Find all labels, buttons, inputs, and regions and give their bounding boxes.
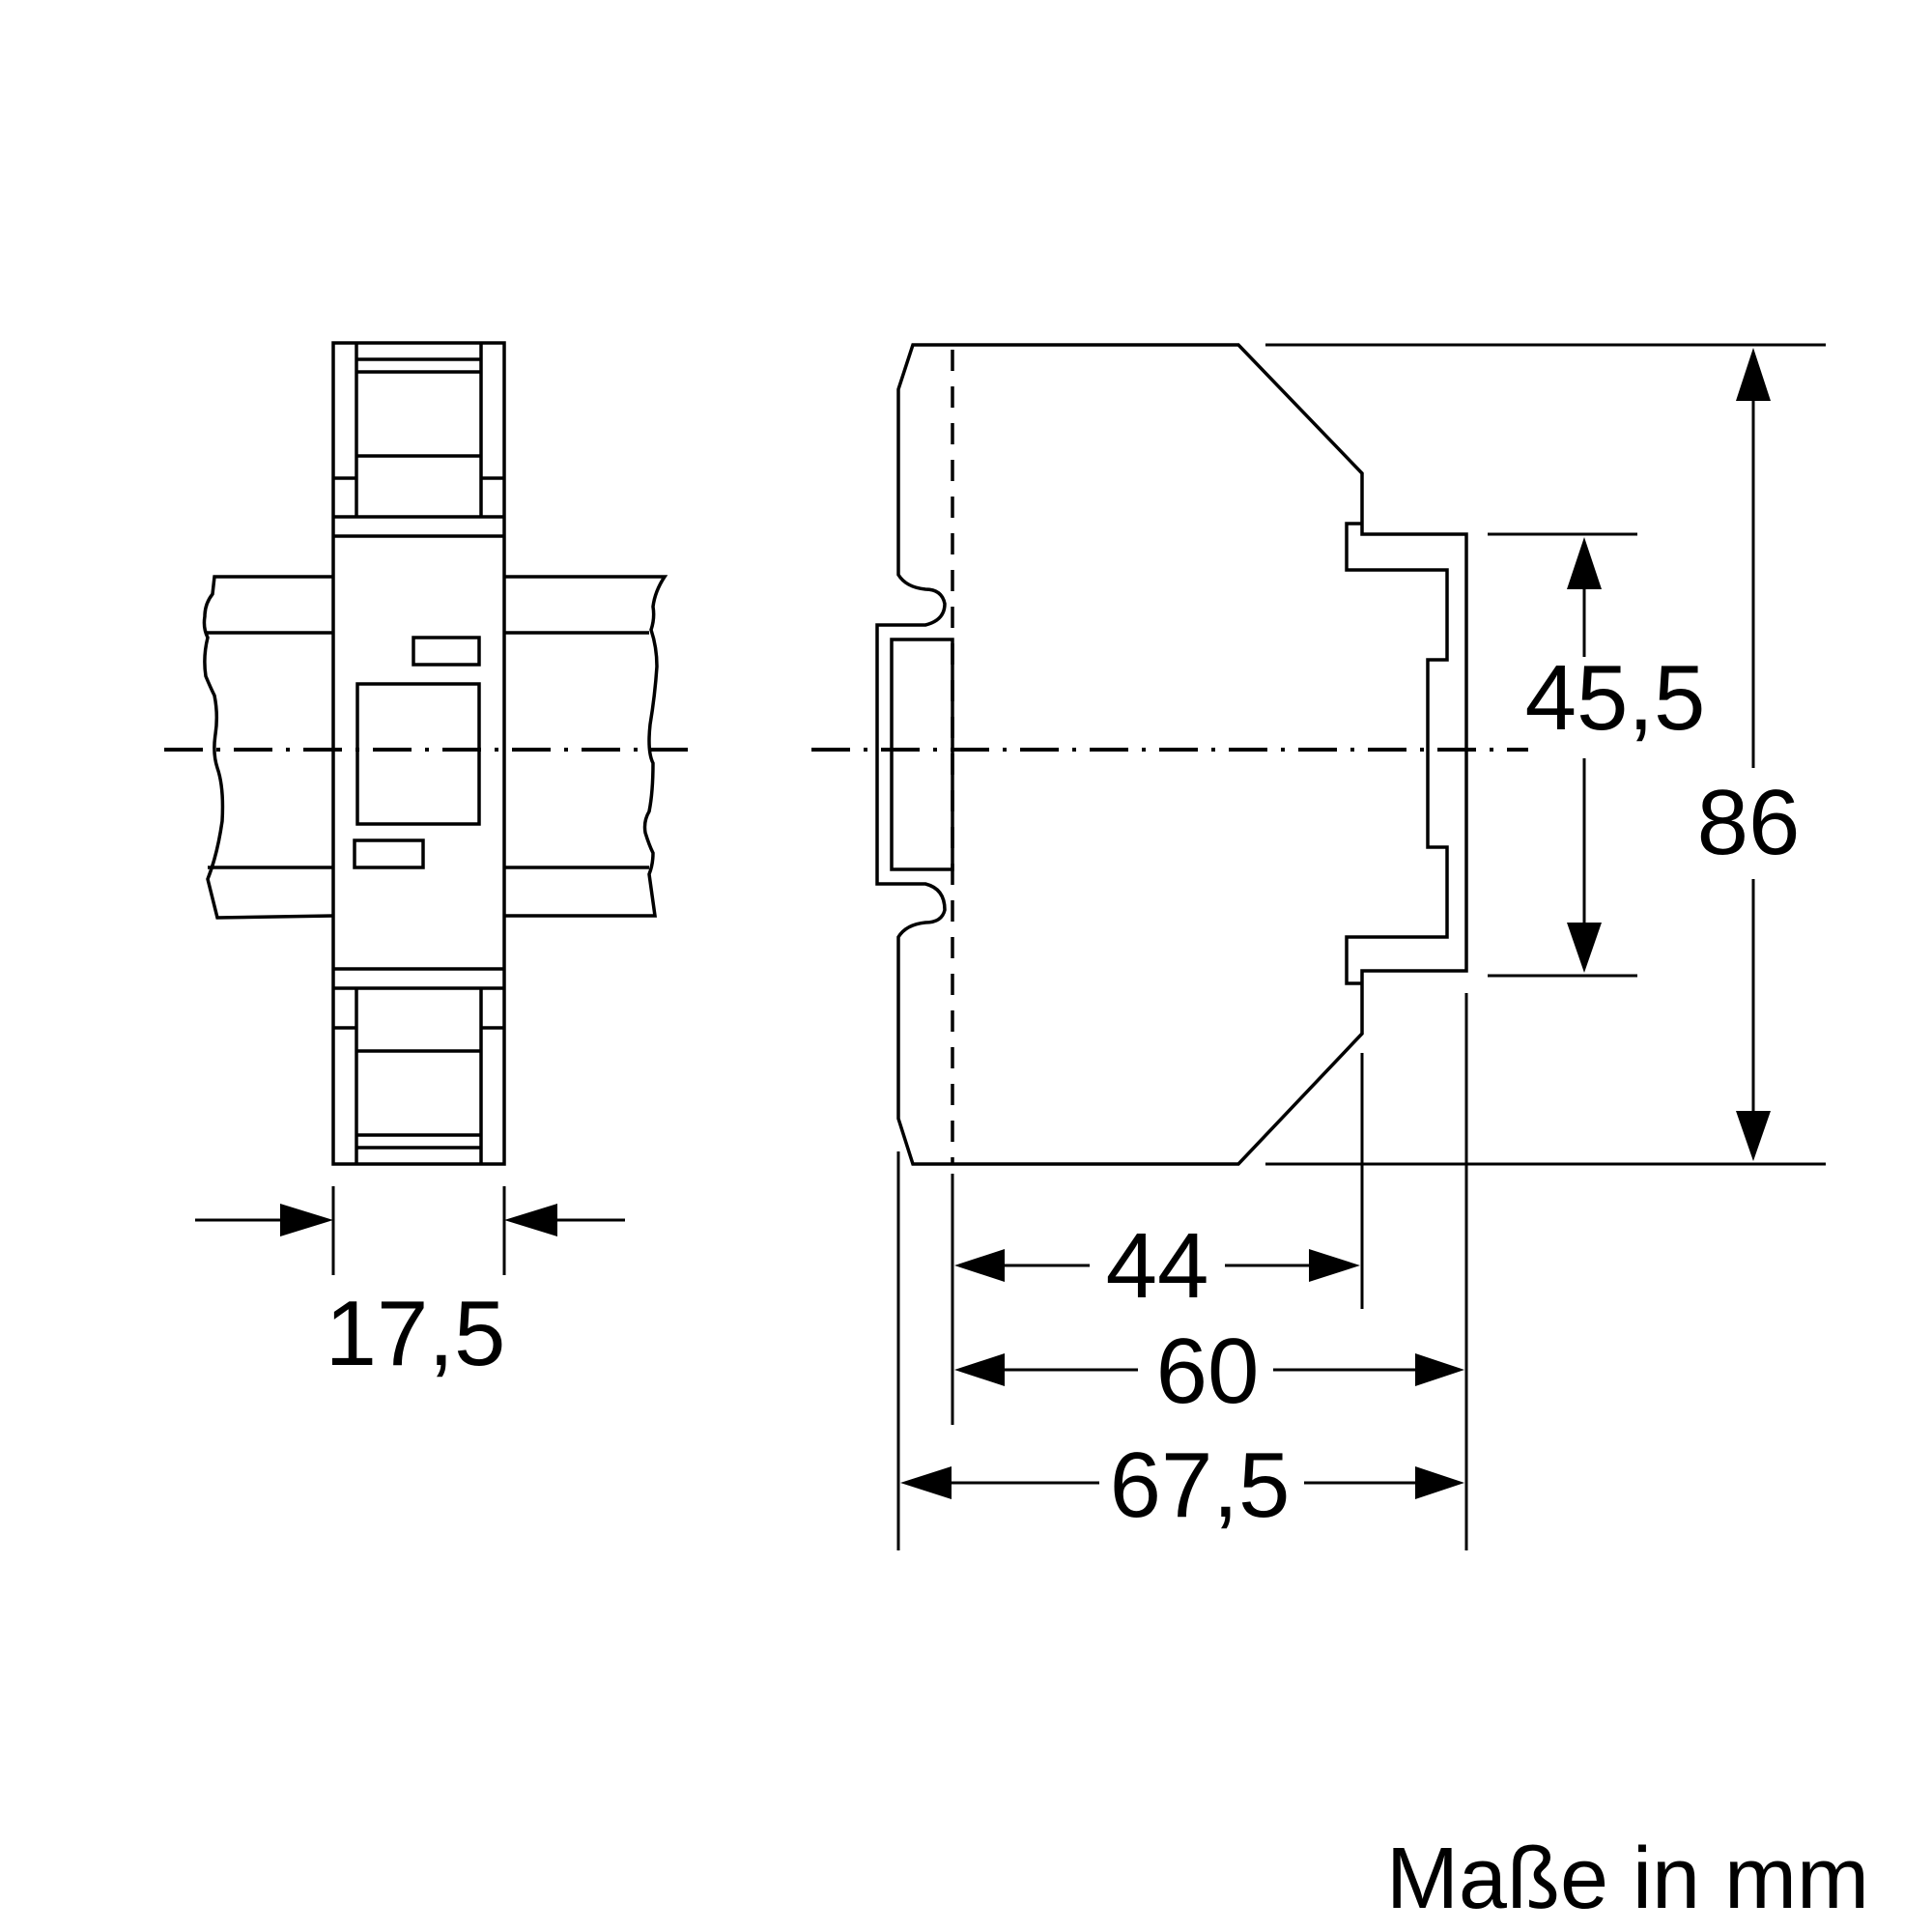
dim-675-arrow-right: [1415, 1466, 1464, 1499]
din-rail-left: [202, 575, 334, 920]
height-total-label: 86: [1697, 771, 1801, 874]
dim-675-arrow-left: [900, 1466, 952, 1499]
dim-60-arrow-left: [954, 1353, 1005, 1386]
front-slot: [353, 838, 425, 869]
depth-60-label: 60: [1156, 1320, 1260, 1423]
dim-44-arrow-left: [954, 1249, 1005, 1282]
front-view: 17,5: [164, 341, 688, 1385]
height-arrow-top: [1736, 348, 1771, 401]
side-view: 86 45,5 44 60 67,5: [811, 343, 1826, 1550]
led-window: [412, 636, 481, 667]
width-front-label: 17,5: [326, 1282, 506, 1385]
inner-arrow-bottom: [1567, 923, 1602, 973]
height-arrow-bottom: [1736, 1111, 1771, 1161]
din-rail-right: [504, 575, 668, 918]
dim-60-arrow-right: [1415, 1353, 1464, 1386]
side-terminal-profile: [1345, 522, 1449, 985]
units-note: Maße in mm: [1386, 1831, 1869, 1927]
width-arrow-right: [504, 1204, 557, 1236]
height-inner-label: 45,5: [1525, 646, 1706, 750]
module-outline: [331, 341, 506, 1166]
front-label-panel: [355, 682, 481, 826]
dim-44-arrow-right: [1309, 1249, 1360, 1282]
side-housing-outline: [875, 343, 1468, 1166]
din-clip: [890, 638, 954, 871]
depth-44-label: 44: [1106, 1214, 1209, 1318]
width-arrow-left: [280, 1204, 333, 1236]
depth-675-label: 67,5: [1110, 1434, 1291, 1537]
inner-arrow-top: [1567, 537, 1602, 589]
